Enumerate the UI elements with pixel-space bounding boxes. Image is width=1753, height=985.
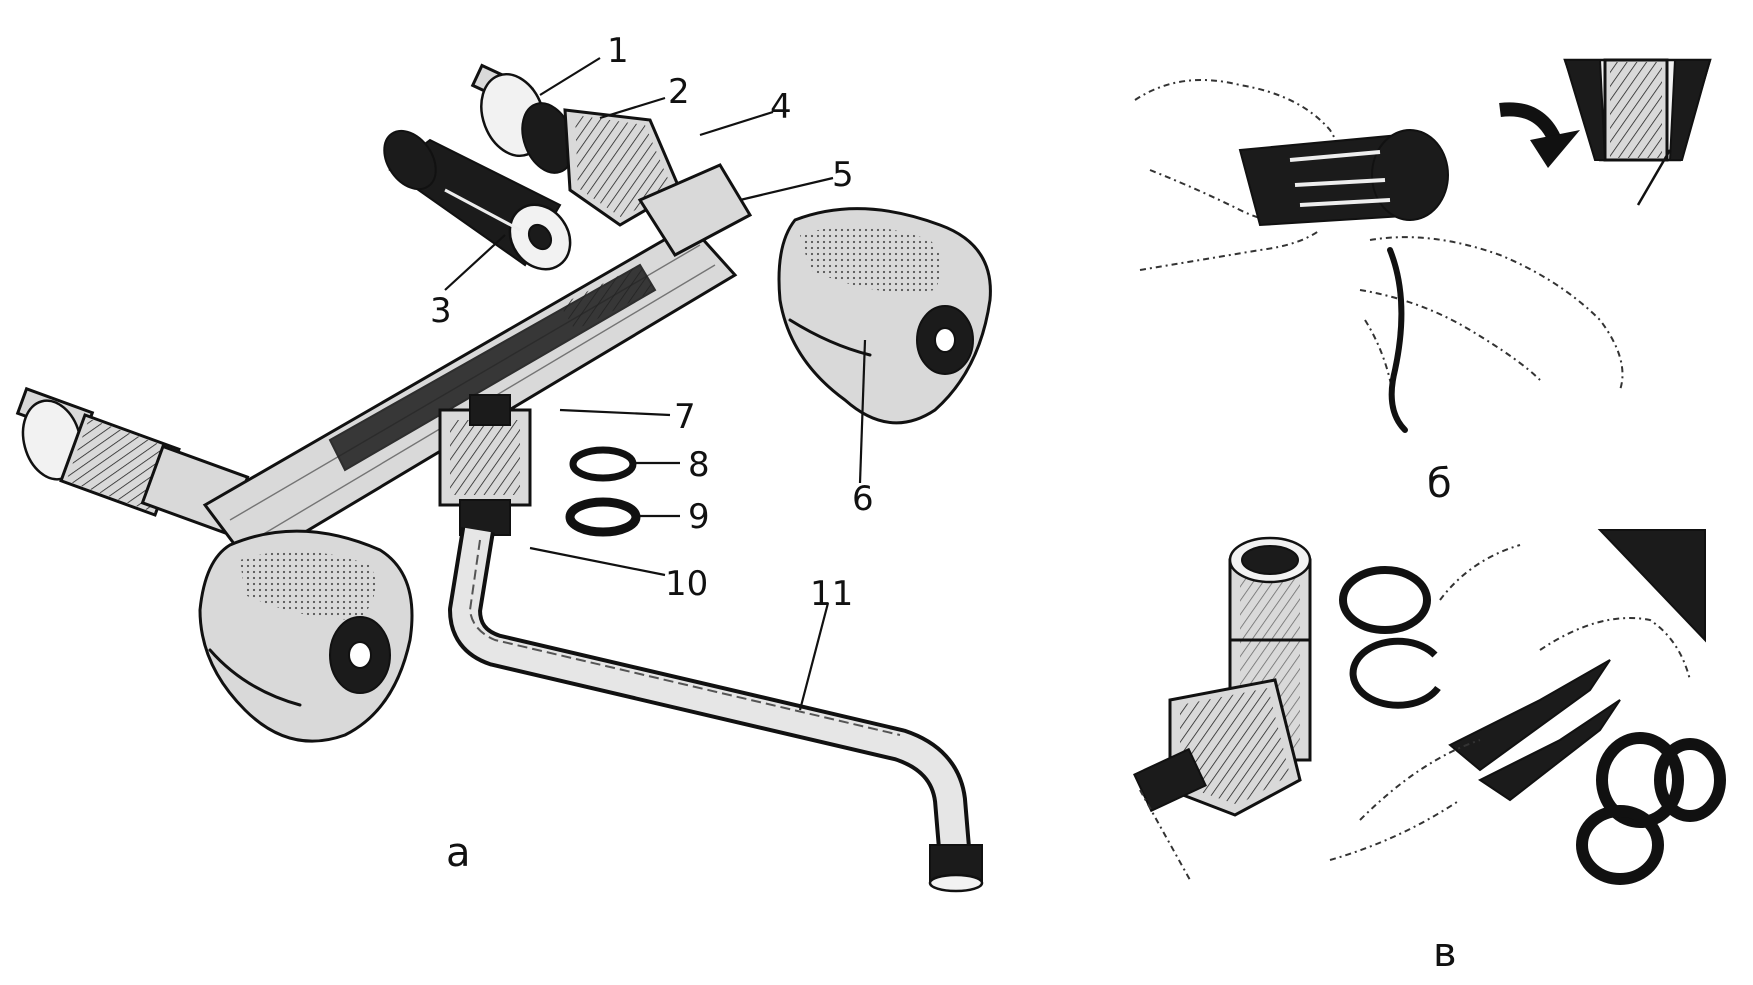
tube-5 <box>637 163 753 257</box>
callout-7: 7 <box>674 397 696 437</box>
leader-lines <box>444 57 867 711</box>
o-ring-8 <box>569 446 637 482</box>
callout-9: 9 <box>688 497 710 537</box>
o-ring-9 <box>565 497 641 537</box>
panel-label-a: а <box>446 830 471 876</box>
callout-8: 8 <box>688 445 710 485</box>
valve-seat-detail <box>1563 58 1712 206</box>
spout-mount <box>438 394 532 536</box>
hand-tool-upper <box>1597 529 1706 643</box>
pliers-icon <box>1448 659 1611 772</box>
callout-2: 2 <box>668 72 690 112</box>
panel-a-faucet: 1 2 4 5 3 6 7 8 9 10 11 а <box>15 31 992 893</box>
panel-b-cleaning: б <box>1134 58 1712 507</box>
callout-11: 11 <box>810 574 853 614</box>
elbow-fitting <box>1133 536 1312 881</box>
left-supply-fitting <box>15 386 250 536</box>
split-ring-open <box>1349 637 1441 709</box>
panel-v-ring-replacement: в <box>1133 529 1726 976</box>
callout-3: 3 <box>430 291 452 331</box>
callout-6: 6 <box>852 479 874 519</box>
rotation-arrow-icon <box>1499 102 1562 144</box>
right-valve-handle <box>777 207 992 425</box>
panel-label-v: в <box>1433 930 1457 976</box>
sleeve-part-3 <box>383 129 572 271</box>
panel-label-b: б <box>1427 461 1452 507</box>
callout-10: 10 <box>665 564 708 604</box>
split-ring-closed <box>1339 566 1431 634</box>
callout-5: 5 <box>832 155 854 195</box>
swivel-spout <box>448 527 984 893</box>
right-upper-fittings <box>470 63 753 257</box>
left-valve-handle <box>198 529 414 743</box>
callout-numbers: 1 2 4 5 3 6 7 8 9 10 11 <box>430 31 874 614</box>
callout-4: 4 <box>770 87 792 127</box>
callout-1: 1 <box>607 31 629 71</box>
